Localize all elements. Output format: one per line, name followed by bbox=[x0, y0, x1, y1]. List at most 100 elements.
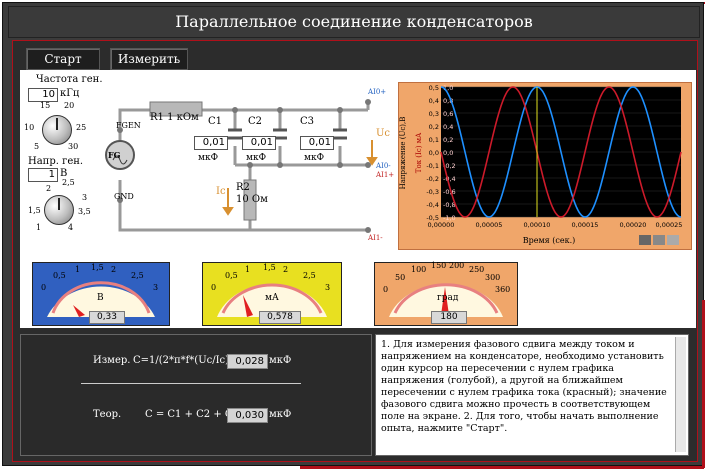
y-tick-left: -0,3 bbox=[426, 188, 439, 196]
ammeter-gauge bbox=[217, 283, 327, 317]
y-tick-left: 0,0 bbox=[429, 149, 439, 157]
ai0-minus: AI0- bbox=[376, 162, 391, 170]
voltmeter-gauge bbox=[47, 281, 155, 317]
y-tick-right: 0,6 bbox=[443, 110, 453, 118]
volt-tick-1: 1 bbox=[36, 223, 42, 232]
c3-value-input[interactable]: 0,01 bbox=[300, 136, 334, 150]
freq-tick-15: 15 bbox=[40, 101, 51, 110]
amp-scale-0-5: 0,5 bbox=[225, 271, 238, 280]
voltmeter-title: Вольтметр (Uc) bbox=[32, 254, 114, 265]
c1-value-input[interactable]: 0,01 bbox=[194, 136, 228, 150]
phase-title: ψ фазовый сдвиг bbox=[368, 254, 458, 265]
c2-value-input[interactable]: 0,01 bbox=[242, 136, 276, 150]
amp-scale-1-5: 1,5 bbox=[263, 263, 276, 272]
ai0-plus: AI0+ bbox=[368, 88, 387, 96]
theoretical-formula: C = C1 + C2 + C3= bbox=[145, 409, 248, 420]
freq-tick-30: 30 bbox=[68, 142, 79, 151]
voltmeter: 0 0,5 1 1,5 2 2,5 3 В 0,33 bbox=[32, 262, 170, 326]
phase-scale-250: 250 bbox=[469, 265, 485, 274]
r2-value: 10 Ом bbox=[236, 194, 268, 205]
amp-scale-3: 3 bbox=[325, 283, 331, 292]
voltage-knob[interactable] bbox=[44, 195, 74, 225]
instructions-scrollbar[interactable] bbox=[675, 337, 686, 452]
y-tick-left: -0,1 bbox=[426, 162, 439, 170]
y-axis-label-left: Напряжение (Uc),В bbox=[399, 117, 407, 190]
measured-formula: C=1/(2*π*f*(Uc/Ic))= bbox=[133, 355, 242, 366]
y-tick-left: 0,2 bbox=[429, 123, 439, 131]
ai1-plus: AI1+ bbox=[376, 171, 395, 179]
phase-gauge bbox=[389, 283, 503, 317]
oscilloscope-chart[interactable]: 0,50,40,30,20,10,0-0,1-0,2-0,3-0,4-0,5 1… bbox=[399, 83, 691, 249]
volt-tick-3-5: 3,5 bbox=[78, 207, 91, 216]
volt-tick-2-5: 2,5 bbox=[62, 178, 75, 187]
c2-label: C2 bbox=[248, 116, 263, 127]
volt-tick-4: 4 bbox=[68, 223, 74, 232]
pan-tool-icon[interactable] bbox=[667, 235, 679, 245]
ammeter-unit: мА bbox=[265, 293, 279, 303]
frame-accent-bottom bbox=[300, 466, 704, 469]
y-tick-right: -1,0 bbox=[443, 214, 456, 222]
cursor-tool-icon[interactable] bbox=[639, 235, 651, 245]
chart-grid bbox=[441, 86, 681, 218]
results-divider bbox=[81, 383, 301, 384]
phase-scale-200: 200 bbox=[449, 261, 465, 270]
y-tick-left: 0,1 bbox=[429, 136, 439, 144]
phase-scale-360: 360 bbox=[495, 285, 511, 294]
c3-label: C3 bbox=[300, 116, 315, 127]
y-tick-right: 0,8 bbox=[443, 97, 453, 105]
voltmeter-needle bbox=[73, 305, 85, 317]
voltmeter-unit: В bbox=[97, 293, 104, 303]
phase-meter: 0 50 100 150 200 250 300 360 град 180 bbox=[374, 261, 518, 326]
ic-label: Ic bbox=[216, 186, 226, 197]
y-tick-right: -0,8 bbox=[443, 201, 456, 209]
r2-label: R2 bbox=[236, 182, 250, 193]
y-tick-left: -0,5 bbox=[426, 214, 439, 222]
phase-value: 180 bbox=[431, 311, 467, 324]
fg-label: FG bbox=[108, 150, 121, 160]
ai1-minus: AI1- bbox=[368, 234, 383, 242]
gnd-terminal: GND bbox=[114, 192, 134, 201]
y-tick-right: -0,4 bbox=[443, 175, 456, 183]
phase-needle bbox=[441, 287, 449, 315]
volt-scale-1-5: 1,5 bbox=[91, 263, 104, 272]
c2-unit: мкФ bbox=[246, 153, 267, 163]
measured-label: Измер. bbox=[93, 355, 131, 366]
start-button[interactable]: Старт bbox=[26, 48, 100, 70]
freq-input[interactable]: 10 bbox=[28, 88, 58, 102]
freq-tick-25: 25 bbox=[76, 123, 87, 132]
phase-scale-150: 150 bbox=[431, 261, 447, 270]
y-axis-label-right: Ток (Ic) мA bbox=[415, 132, 423, 173]
y-tick-right: 0,4 bbox=[443, 123, 453, 131]
phase-scale-0: 0 bbox=[383, 285, 389, 294]
phase-scale-300: 300 bbox=[485, 273, 501, 282]
ammeter: 0 0,5 1 1,5 2 2,5 3 мА 0,578 bbox=[202, 262, 342, 326]
x-tick: 0,00010 bbox=[524, 221, 551, 229]
measured-unit: мкФ bbox=[269, 355, 292, 366]
freq-knob[interactable] bbox=[42, 115, 72, 145]
amp-scale-0: 0 bbox=[211, 283, 217, 292]
y-tick-left: -0,4 bbox=[426, 201, 439, 209]
y-ticks-right: 1,00,80,60,40,20,0-0,2-0,4-0,6-0,8-1,0 bbox=[443, 84, 456, 222]
circuit-diagram bbox=[105, 99, 378, 233]
x-tick: 0,00015 bbox=[572, 221, 599, 229]
current-series-line bbox=[440, 86, 682, 218]
volt-scale-3: 3 bbox=[153, 283, 159, 292]
title-bar: Параллельное соединение конденсаторов bbox=[8, 6, 700, 38]
ammeter-needle bbox=[243, 295, 253, 317]
volt-input[interactable]: 1 bbox=[28, 168, 58, 182]
volt-tick-1-5: 1,5 bbox=[28, 206, 41, 215]
zoom-tool-icon[interactable] bbox=[653, 235, 665, 245]
c3-unit: мкФ bbox=[304, 153, 325, 163]
y-tick-left: 0,4 bbox=[429, 97, 439, 105]
volt-tick-3: 3 bbox=[82, 193, 88, 202]
volt-scale-1: 1 bbox=[75, 265, 81, 274]
volt-unit: В bbox=[60, 168, 68, 179]
x-tick: 0,00000 bbox=[428, 221, 455, 229]
frame-accent-right bbox=[702, 300, 705, 468]
y-ticks-left: 0,50,40,30,20,10,0-0,1-0,2-0,3-0,4-0,5 bbox=[426, 84, 439, 222]
measure-button[interactable]: Измерить bbox=[110, 48, 188, 70]
y-tick-right: -0,6 bbox=[443, 188, 456, 196]
